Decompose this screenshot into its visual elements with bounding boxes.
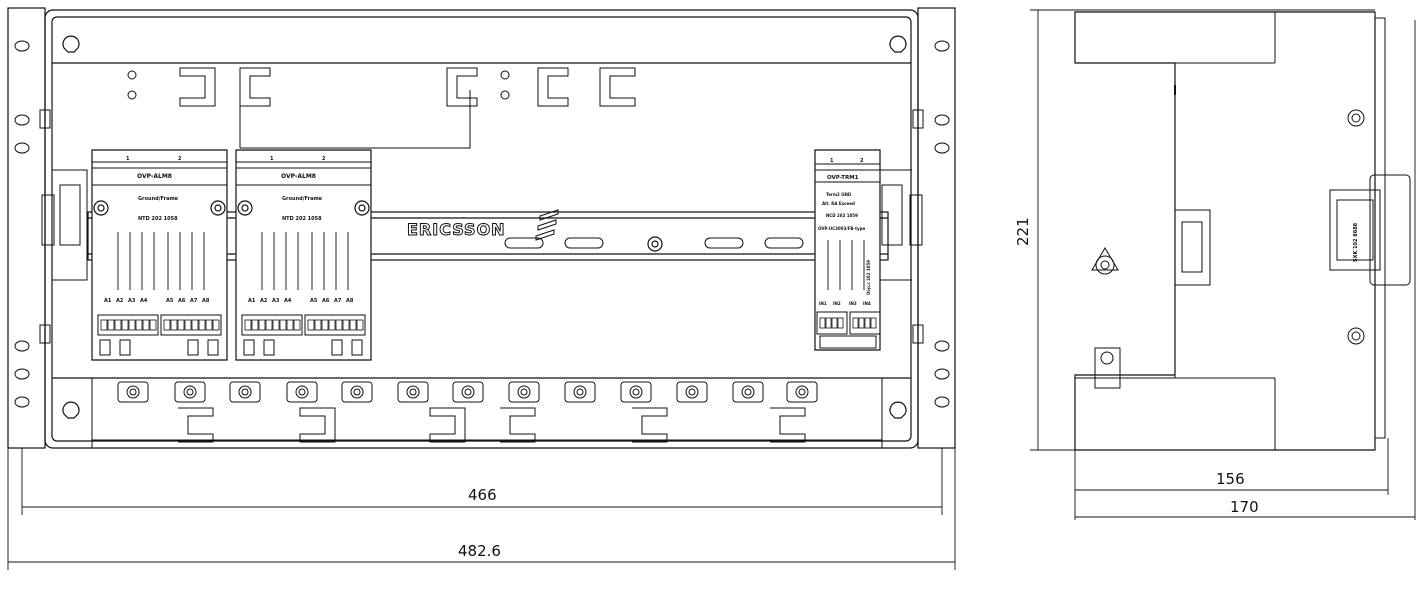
dimension-depth-outer: 170 bbox=[1230, 498, 1259, 516]
trm-line2: Alt. RA Exceed bbox=[822, 201, 855, 206]
module-1-in-a2: A2 bbox=[116, 298, 124, 304]
module-1-in-a6: A6 bbox=[178, 298, 186, 304]
module-2-line1: Ground/Frame bbox=[282, 196, 323, 202]
left-mounting-ear bbox=[7, 7, 46, 449]
side-view bbox=[1074, 11, 1411, 451]
ovp-alm8-module-2 bbox=[235, 149, 372, 361]
frame-outer bbox=[44, 9, 919, 449]
front-view: ERICSSON bbox=[7, 7, 956, 449]
ericsson-logo: ERICSSON bbox=[407, 209, 559, 241]
module-2-in-a3: A3 bbox=[272, 298, 280, 304]
side-bolt bbox=[1094, 347, 1121, 389]
trm-line3: NCD 202 1059 bbox=[826, 213, 858, 218]
left-ear-holes bbox=[14, 40, 30, 408]
module-2-in-a8: A8 bbox=[346, 298, 354, 304]
side-connector-label: SXK 102 8688 bbox=[1353, 222, 1359, 262]
module-1-line1: Ground/Frame bbox=[138, 196, 179, 202]
side-module-latch bbox=[1174, 209, 1211, 286]
module-2-port-1: 1 bbox=[270, 156, 274, 162]
module-2-in-a7: A7 bbox=[334, 298, 342, 304]
dimension-height: 221 bbox=[1014, 217, 1032, 246]
keyholes bbox=[62, 35, 907, 419]
right-ear-holes bbox=[934, 40, 950, 408]
trm-port-1: 1 bbox=[830, 158, 834, 164]
side-dimension-lines bbox=[1030, 9, 1416, 520]
module-1-in-a4: A4 bbox=[140, 298, 148, 304]
trm-port-2: 2 bbox=[860, 158, 864, 164]
bottom-clip-slots bbox=[178, 407, 806, 443]
module-2-in-a2: A2 bbox=[260, 298, 268, 304]
module-2-in-a1: A1 bbox=[248, 298, 256, 304]
trm-line4: OVP-UC3003/FB-type bbox=[818, 226, 866, 231]
module-1-in-a1: A1 bbox=[104, 298, 112, 304]
brand-name: ERICSSON bbox=[407, 220, 506, 239]
module-1-title: OVP-ALM8 bbox=[137, 173, 172, 180]
trm-side-label: Ovp.c 202 1059 bbox=[866, 260, 871, 295]
front-dimension-lines bbox=[7, 448, 956, 570]
module-1-port-2: 2 bbox=[178, 156, 182, 162]
trm-line1: Term2 GND bbox=[826, 192, 852, 197]
module-1-labels: 1 2 OVP-ALM8 Ground/Frame NTD 202 1058 A… bbox=[104, 156, 210, 304]
trm-in-2: IN2 bbox=[833, 301, 841, 306]
dimension-depth-inner: 156 bbox=[1216, 470, 1245, 488]
module-2-in-a6: A6 bbox=[322, 298, 330, 304]
ovp-alm8-module-1 bbox=[91, 149, 228, 361]
module-1-in-a7: A7 bbox=[190, 298, 198, 304]
din-rail-clamps bbox=[39, 109, 924, 344]
module-2-labels: 1 2 OVP-ALM8 Ground/Frame NTD 202 1058 A… bbox=[248, 156, 354, 304]
trm-in-4: IN4 bbox=[863, 301, 871, 306]
frame-inner bbox=[51, 16, 912, 442]
trm-title: OVP-TRM1 bbox=[827, 175, 859, 181]
module-2-in-a4: A4 bbox=[284, 298, 292, 304]
module-1-in-a3: A3 bbox=[128, 298, 136, 304]
module-2-line2: NTD 202 1058 bbox=[282, 216, 322, 222]
module-1-in-a5: A5 bbox=[166, 298, 174, 304]
dimension-width-inner: 466 bbox=[468, 486, 497, 504]
module-1-port-1: 1 bbox=[126, 156, 130, 162]
ovp-trm1-module bbox=[814, 149, 881, 351]
dimension-width-outer: 482.6 bbox=[458, 542, 501, 560]
module-2-title: OVP-ALM8 bbox=[281, 173, 316, 180]
trm-in-1: IN1 bbox=[819, 301, 827, 306]
grounding-bolts bbox=[117, 381, 818, 403]
right-mounting-ear bbox=[917, 7, 956, 449]
trm-labels: 1 2 OVP-TRM1 Term2 GND Alt. RA Exceed NC… bbox=[818, 158, 871, 306]
side-connector bbox=[1329, 174, 1411, 286]
trm-in-3: IN3 bbox=[849, 301, 857, 306]
top-clip-slots bbox=[179, 67, 636, 107]
module-2-in-a5: A5 bbox=[310, 298, 318, 304]
module-1-in-a8: A8 bbox=[202, 298, 210, 304]
module-1-line2: NTD 202 1058 bbox=[138, 216, 178, 222]
module-2-port-2: 2 bbox=[322, 156, 326, 162]
